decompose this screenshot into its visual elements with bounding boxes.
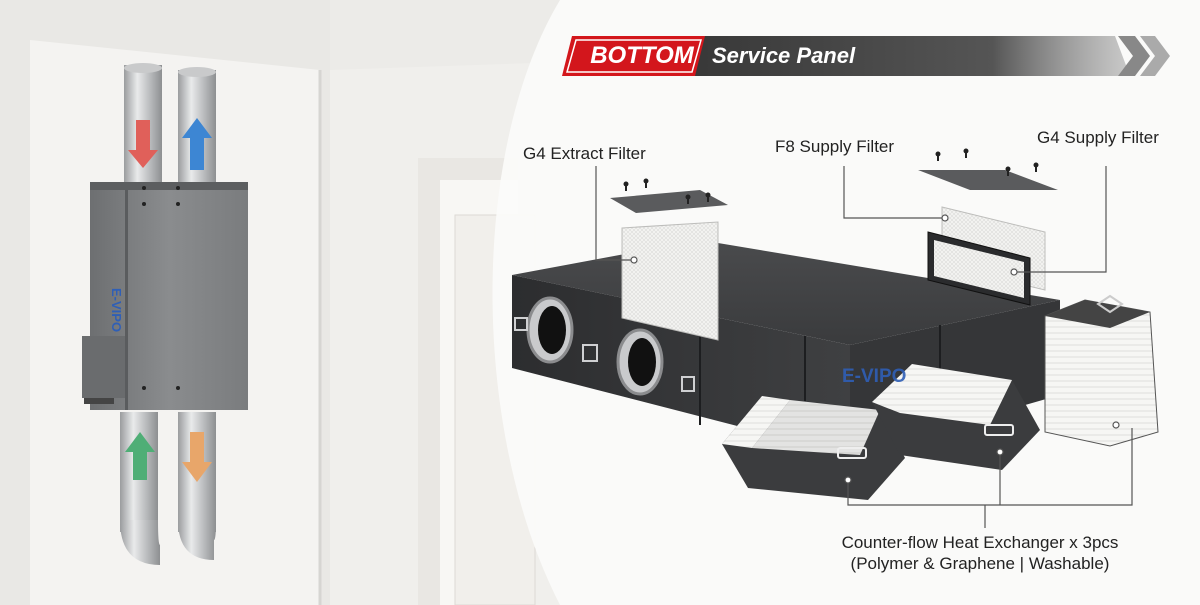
wall-unit-side-box [82,336,126,398]
label-g4-extract-filter: G4 Extract Filter [523,144,646,163]
screws-extract [623,178,711,204]
caption-line-2: (Polymer & Graphene | Washable) [850,554,1110,573]
arrow-up-blue-icon [182,118,212,170]
logo-wall-unit: E-VIPO [109,288,124,332]
logo-open-unit: E-VIPO [842,366,906,387]
banner-red-tag [562,36,705,76]
leader-lines [595,166,1133,528]
chevron-right-icon-2 [1140,36,1170,76]
label-f8-supply-filter: F8 Supply Filter [775,137,895,156]
caption-line-1: Counter-flow Heat Exchanger x 3pcs [841,533,1119,552]
f8-filter-cover [918,170,1058,190]
g4-extract-filter [621,221,719,341]
banner-dark-bar [580,36,1130,76]
chevron-right-icon [1118,36,1150,76]
label-g4-supply-filter: G4 Supply Filter [1037,128,1159,147]
heat-exchanger-caption: Counter-flow Heat Exchanger x 3pcs (Poly… [800,532,1160,574]
screws-supply [935,148,1039,176]
arrow-up-green-icon [125,432,155,480]
arrow-down-red-icon [128,120,158,168]
g4-extract-filter-cover [610,190,728,213]
arrow-down-orange-icon [182,432,212,482]
banner-highlight: BOTTOM [590,42,694,69]
banner-title: Service Panel [712,43,856,68]
